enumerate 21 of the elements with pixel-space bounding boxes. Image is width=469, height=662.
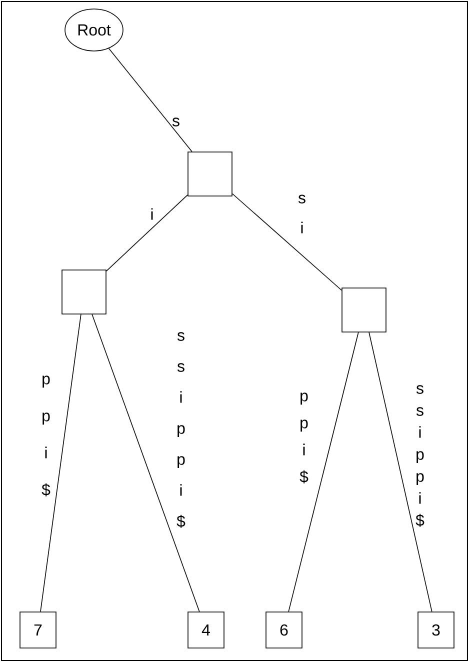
internal-node-box — [62, 270, 106, 314]
edge-line — [108, 48, 192, 152]
edge-label: s i — [298, 194, 306, 234]
edge-line — [368, 332, 432, 612]
edge-label: p p i $ — [42, 376, 50, 496]
edge-line — [288, 332, 359, 612]
edge-line — [232, 193, 342, 291]
edge-label: p p i $ — [300, 392, 308, 484]
leaf-box: 3 — [418, 612, 454, 648]
edge-label: s s i p p i $ — [176, 332, 186, 528]
internal-node-box — [342, 288, 386, 332]
edge-label: i — [151, 208, 153, 220]
edge-line — [106, 194, 188, 272]
internal-node-box — [188, 152, 232, 196]
leaf-box: 6 — [266, 612, 302, 648]
leaf-box: 4 — [188, 612, 224, 648]
edge-line — [40, 314, 82, 612]
edge-label: s — [172, 118, 180, 126]
edge-line — [92, 314, 200, 612]
edge-label: s s i p p i $ — [416, 385, 424, 527]
leaf-box: 7 — [20, 612, 56, 648]
